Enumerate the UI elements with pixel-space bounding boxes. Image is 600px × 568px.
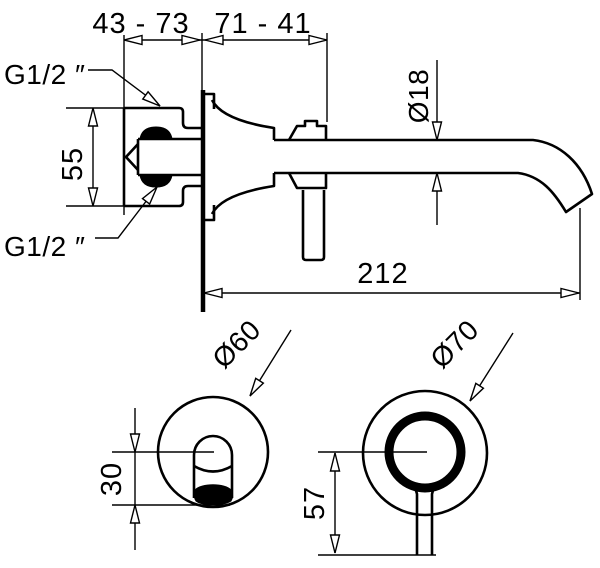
bell-top-edge — [210, 99, 276, 140]
dimension-spout-base: 71 - 41 — [204, 8, 328, 122]
dimension-value: 71 - 41 — [214, 8, 311, 40]
dimension-value: 212 — [357, 258, 408, 290]
fitting-cone — [124, 143, 139, 171]
object-line — [124, 106, 201, 130]
dimension-value: 57 — [299, 486, 331, 520]
dimension-arrow — [431, 121, 443, 141]
label-thread-bottom: G1/2 ″ — [4, 186, 158, 262]
lever-tip-fill — [193, 484, 233, 506]
dimension-value: 55 — [57, 147, 89, 181]
spout-tube — [274, 138, 594, 214]
dimension-arrow — [329, 534, 341, 554]
dimension-arrow — [87, 187, 99, 207]
object-line — [124, 184, 201, 208]
leader-line — [95, 186, 158, 239]
valve-body — [122, 35, 202, 215]
housing-top — [287, 119, 328, 141]
lever-end-outline — [192, 434, 234, 498]
thread-label: G1/2 ″ — [4, 59, 85, 90]
dimension-arrow — [203, 287, 223, 299]
label-thread-top: G1/2 ″ — [4, 59, 161, 107]
dimension-arrow — [129, 504, 141, 524]
dimension-value: 30 — [96, 462, 128, 496]
leader-line — [88, 69, 161, 107]
leader-arrow — [141, 186, 158, 206]
dimension-outlet-drop: 57 — [299, 452, 341, 554]
spout-tube-front — [410, 483, 419, 555]
dimension-arrow — [181, 34, 201, 46]
fitting-fillet-top — [139, 126, 173, 140]
dimension-value: 43 - 73 — [92, 8, 189, 40]
housing-bottom — [287, 172, 328, 190]
bell-bottom-edge — [210, 173, 276, 215]
spout-tube-front — [430, 483, 439, 555]
leader-arrow — [249, 377, 265, 397]
dimension-arrow — [129, 433, 141, 453]
side-view: 43 - 73 71 - 41 55 Ø18 — [4, 8, 594, 312]
dimension-arrow — [308, 34, 328, 46]
dimension-spout-diameter: Ø18 — [403, 60, 443, 225]
dimension-arrow — [431, 172, 443, 192]
spout-base-housing — [287, 119, 328, 190]
thread-label: G1/2 ″ — [4, 231, 85, 262]
dimension-arrow — [329, 452, 341, 472]
dimension-arrow — [87, 107, 99, 127]
dimension-arrow — [204, 34, 224, 46]
escutcheon-side — [205, 92, 276, 222]
dimension-value: Ø18 — [403, 69, 434, 123]
leader-arrow — [141, 90, 161, 107]
dimension-wall-depth: 43 - 73 — [92, 8, 327, 46]
dimension-arrow — [560, 287, 580, 299]
dimension-body-height: 55 — [57, 107, 126, 207]
dimension-arrow — [123, 34, 143, 46]
spout-escutcheon-circle — [361, 389, 489, 517]
lever-end-arc — [193, 464, 233, 473]
dimension-lever-drop: 30 — [96, 408, 141, 550]
dimension-spout-reach: 212 — [202, 208, 581, 300]
lever-handle-side — [301, 190, 326, 262]
leader-arrow — [469, 382, 485, 402]
